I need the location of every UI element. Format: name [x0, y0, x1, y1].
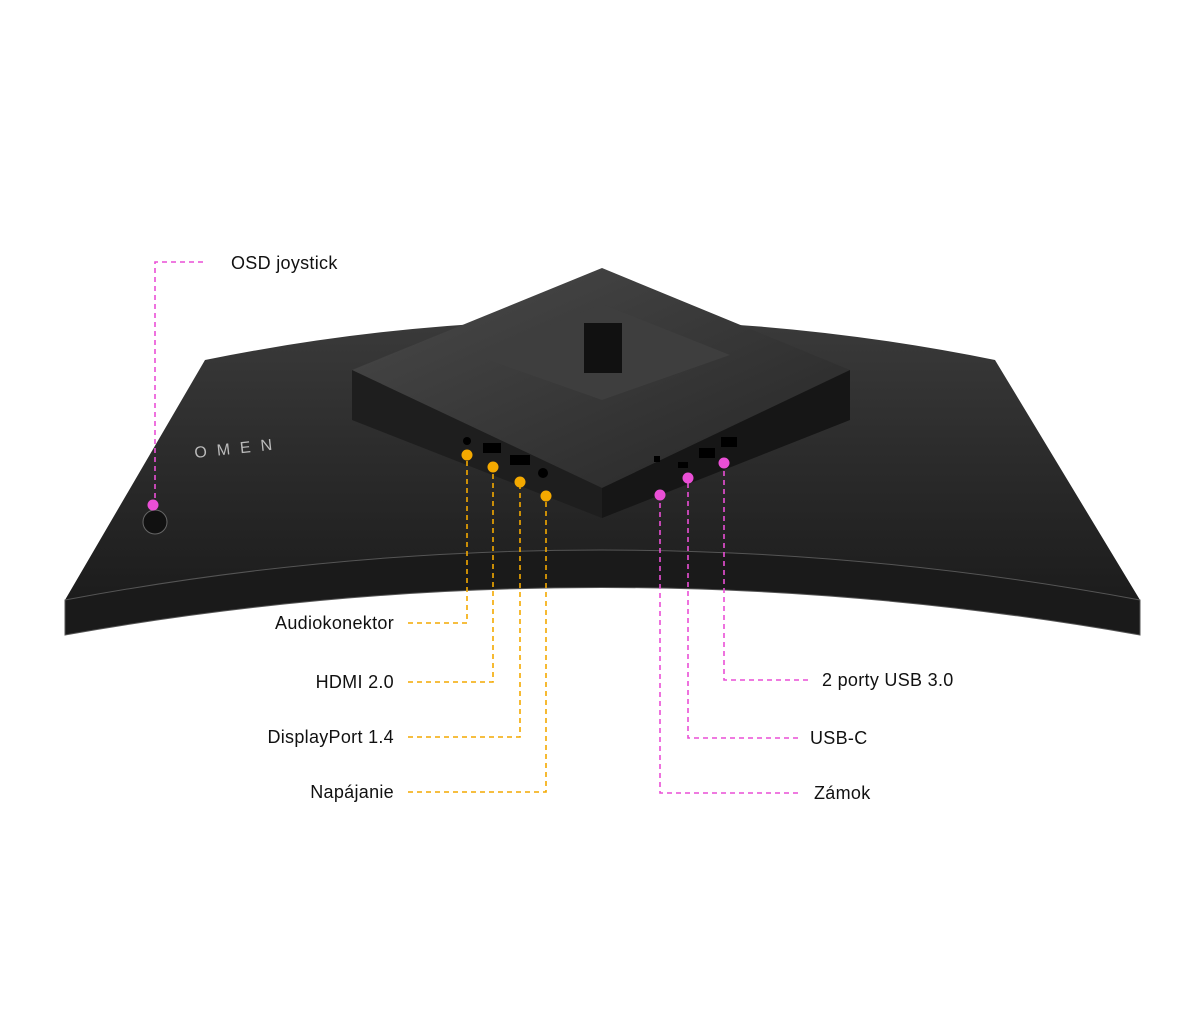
lock-dot: [654, 489, 666, 501]
usbc-port: [678, 462, 688, 468]
hdmi-dot: [487, 461, 499, 473]
power-port: [538, 468, 548, 478]
label-osd-joystick: OSD joystick: [231, 253, 338, 273]
power-dot: [540, 490, 552, 502]
stand-left-side: [352, 370, 602, 518]
label-displayport: DisplayPort 1.4: [267, 727, 394, 747]
hdmi-line: [408, 467, 494, 683]
label-hdmi: HDMI 2.0: [315, 672, 394, 692]
label-power: Napájanie: [310, 782, 394, 802]
lock-line: [659, 495, 798, 794]
displayport-line: [408, 482, 521, 738]
audio-line: [408, 455, 468, 624]
stand-mount: [584, 323, 622, 373]
power-line: [408, 496, 547, 793]
osd-joystick: [142, 509, 168, 535]
lock-slot: [654, 456, 660, 462]
usbc-line: [687, 478, 798, 739]
usbc-dot: [682, 472, 694, 484]
label-audio: Audiokonektor: [275, 613, 394, 633]
audio-dot: [461, 449, 473, 461]
usb3-line: [723, 463, 808, 681]
label-lock: Zámok: [814, 783, 871, 803]
label-usbc: USB-C: [810, 728, 868, 748]
usb3-port-2: [721, 437, 737, 447]
label-usb3: 2 porty USB 3.0: [822, 670, 954, 690]
usb3-dot: [718, 457, 730, 469]
audio-port: [463, 437, 471, 445]
displayport-port: [510, 455, 530, 465]
usb3-port-1: [699, 448, 715, 458]
osd-line: [154, 261, 203, 505]
osd-dot: [147, 499, 159, 511]
hdmi-port: [483, 443, 501, 453]
monitor-edge: [64, 549, 1141, 636]
displayport-dot: [514, 476, 526, 488]
